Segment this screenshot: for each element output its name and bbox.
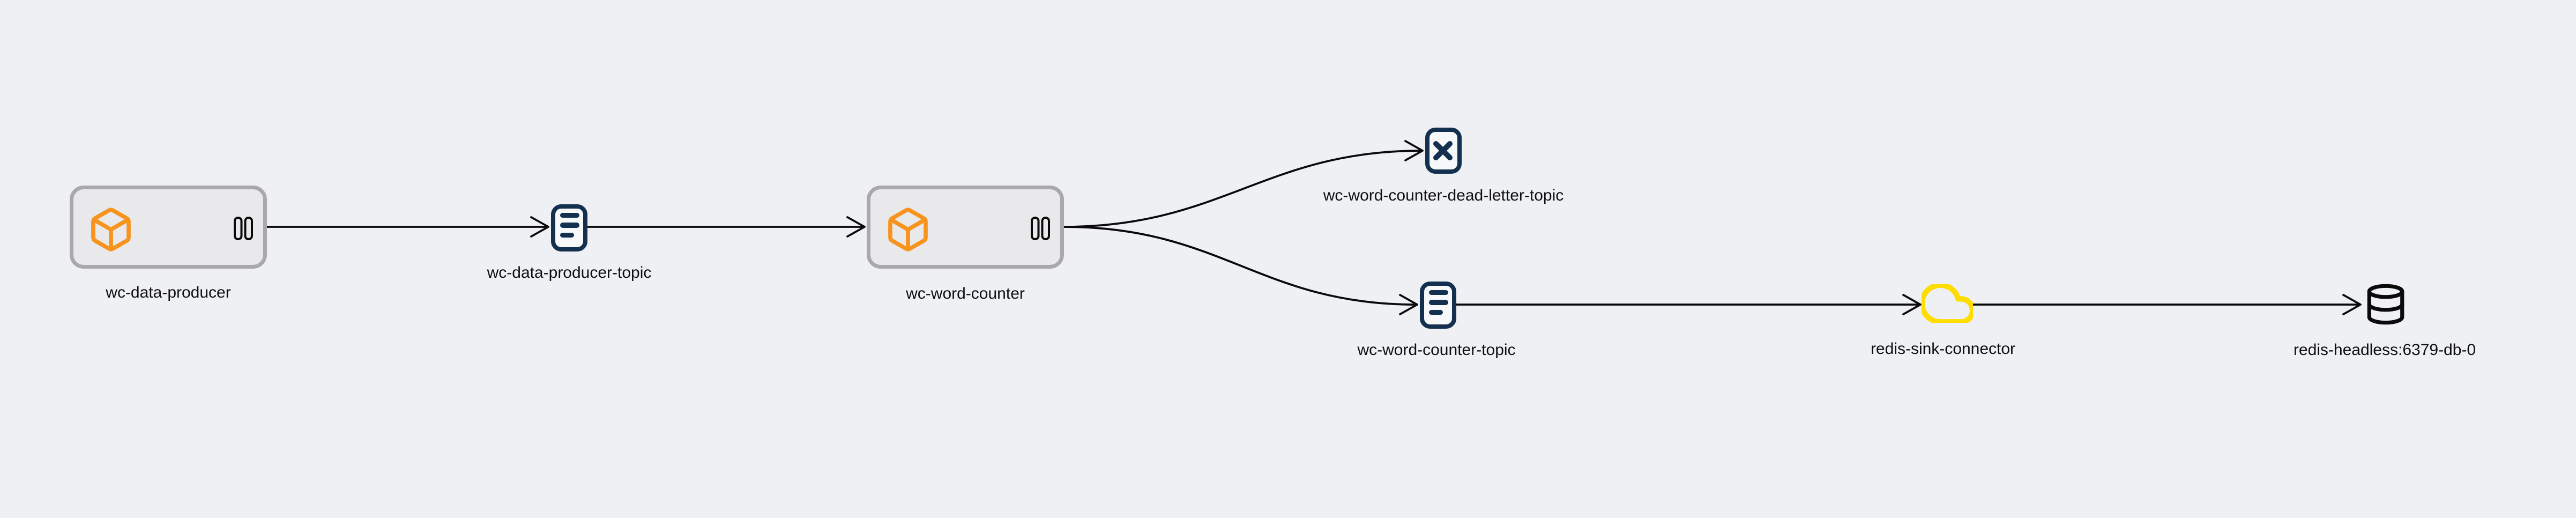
box-icon	[91, 208, 131, 251]
node-label-wc-data-producer-topic: wc-data-producer-topic	[487, 264, 652, 282]
topic-icon	[551, 204, 587, 251]
database-icon	[2367, 284, 2404, 325]
node-label-redis-sink-connector: redis-sink-connector	[1870, 340, 2016, 358]
arrowhead-icon	[1902, 294, 1922, 315]
node-label-wc-data-producer: wc-data-producer	[106, 284, 231, 301]
pause-icon	[1031, 217, 1050, 240]
node-label-wc-word-counter-topic: wc-word-counter-topic	[1357, 341, 1516, 359]
node-wc-data-producer-topic[interactable]	[550, 204, 588, 255]
node-wc-data-producer[interactable]	[70, 186, 267, 269]
node-redis-headless-database[interactable]	[2364, 280, 2408, 331]
arrowhead-icon	[530, 216, 549, 238]
topic-icon	[1420, 282, 1456, 329]
edge-counter-to-topic	[1063, 226, 1417, 306]
node-wc-word-counter[interactable]	[867, 186, 1064, 269]
arrowhead-icon	[1404, 140, 1424, 161]
node-wc-word-counter-topic[interactable]	[1419, 281, 1457, 332]
node-label-wc-word-counter-dead-letter-topic: wc-word-counter-dead-letter-topic	[1323, 187, 1564, 204]
arrowhead-icon	[1399, 294, 1418, 315]
node-redis-sink-connector[interactable]	[1919, 282, 1976, 325]
arrowhead-icon	[2342, 294, 2362, 315]
node-wc-word-counter-dead-letter-topic[interactable]	[1425, 127, 1462, 177]
pause-icon	[234, 217, 253, 240]
box-icon	[888, 208, 928, 251]
arrowhead-icon	[846, 216, 866, 238]
node-label-redis-headless-database: redis-headless:6379-db-0	[2293, 341, 2476, 359]
dead-letter-x-icon	[1425, 128, 1462, 174]
cloud-icon	[1919, 282, 1976, 325]
edge-counter-to-dead-letter	[1063, 150, 1423, 228]
node-label-wc-word-counter: wc-word-counter	[906, 285, 1025, 302]
